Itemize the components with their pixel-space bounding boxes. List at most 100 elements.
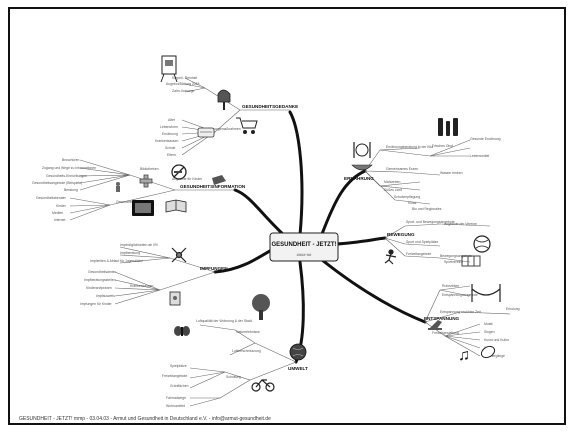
bicycle-icon [251, 379, 275, 392]
leaf-label: Mahlzeiten [384, 180, 401, 184]
leaf-label: Ruhezeiten [442, 284, 459, 288]
info-sign-icon [212, 175, 226, 185]
leaf-label: Internet [54, 218, 66, 222]
leaf-label: Impfberatungsstellen [84, 278, 116, 282]
globe-icon [289, 343, 307, 361]
leaf-label: Gesundheitsangebote (Beispiele) [32, 181, 82, 185]
food-bowl-icon [351, 164, 373, 171]
easel-icon [160, 55, 178, 83]
sports-ball-icon [480, 345, 496, 359]
leaf-label: Impfzeiten & Ablauf für Jugendliche [90, 259, 143, 263]
leaf-label: Lebensmittel [470, 154, 489, 158]
leaf-label: Impfungen für Kinder [80, 302, 113, 306]
leaf-label: Spielplätze [170, 364, 187, 368]
leaf-label: Impfausweis [96, 294, 115, 298]
leaf-label: Körperl. Reinheit [172, 76, 197, 80]
main-branches [213, 110, 427, 364]
leaf-label: Krankenkassen [155, 139, 178, 143]
leaf-label: Kinder [56, 204, 67, 208]
leaf-label: Impfmöglichkeiten ab 0% [120, 243, 158, 247]
leaf-label: Ernährungsberatung in der Kita [386, 145, 433, 149]
center-subtitle: ####·## [297, 252, 312, 257]
leaf-label: Angebote für Kinder [172, 177, 203, 181]
leaf-lines [69, 77, 511, 407]
television-icon [132, 200, 154, 216]
leaf-label: Luftqualität der Wohnung & der Stadt [196, 319, 252, 323]
music-notes-icon: ♫ [458, 347, 470, 364]
leaf-label: Schulweg [226, 375, 241, 379]
leaf-label: Broschüren [62, 158, 79, 162]
no-smoking-icon [171, 164, 187, 180]
leaf-label: Schule [165, 146, 175, 150]
branch-line-entspannung [320, 258, 427, 324]
leaf-label: Bibliotheken [140, 167, 159, 171]
branch-labels: GESUNDHEITSGEDANKE GESUNDHEITSINFORMATIO… [180, 104, 460, 371]
branch-label-gesundheitsinformation: GESUNDHEITSINFORMATION [180, 184, 246, 189]
leaf-label: Luftverschmutzung [232, 349, 261, 353]
leaf-label: Fahrradwege [166, 396, 186, 400]
leaf-label: Kiosk [408, 201, 417, 205]
book-icon [165, 199, 187, 213]
leaf-label: Freizeitangebote [406, 252, 431, 256]
branch-line-ernaehrung [320, 169, 367, 236]
leaf-label: Singen [484, 330, 495, 334]
branch-line-gesundheitsgedanke [288, 110, 304, 237]
leaf-label: Gesunde Ernährung [470, 137, 501, 141]
leaf-label: Süßes Limit [384, 188, 402, 192]
leaf-label: Vorsorgemaßnahmen [208, 127, 241, 131]
leaf-label: Zahn-Vorsorge [172, 89, 195, 93]
leaf-label: Sport- und Bewegungsangebote [406, 220, 455, 224]
mailbox-icon [217, 89, 231, 110]
deckchair-icon [428, 320, 442, 330]
ball-icon [473, 235, 491, 253]
syringe-icon [171, 247, 187, 263]
vaccination-card-icon [169, 291, 181, 306]
leaf-label: Alter [168, 118, 176, 122]
leaf-label: Grünflächen [170, 384, 189, 388]
branch-line-bewegung [334, 236, 387, 246]
goal-icon [461, 255, 481, 267]
branch-label-ernaehrung: ERNÄHRUNG [344, 175, 374, 181]
leaf-label: Sportvereine [444, 260, 463, 264]
branch-label-gesundheitsgedanke: GESUNDHEITSGEDANKE [242, 104, 298, 109]
slide-frame [8, 7, 566, 425]
leaf-label: Gemeinsames Essen [386, 167, 418, 171]
hammock-icon [471, 284, 501, 302]
leaf-label: Eltern [167, 153, 176, 157]
leaf-label: Medien [52, 211, 63, 215]
leaf-label: Bewegungsangebote [440, 254, 472, 258]
leaf-label: Kinderarztpraxen [86, 286, 112, 290]
washbasin-icon [197, 127, 215, 138]
leaf-label: Freizeitgestaltung [432, 331, 459, 335]
branch-label-umwelt: UMWELT [288, 366, 308, 371]
leaf-labels: Körperl. Reinheit Angebot/Bildung 2018 Z… [32, 76, 520, 408]
butterfly-icon [174, 326, 190, 336]
svg-text:♫: ♫ [458, 347, 470, 364]
branch-label-entspannung: ENTSPANNUNG [424, 316, 460, 321]
footer-text: GESUNDHEIT - JETZT! mmp - 03.04.03 - Arm… [19, 416, 271, 422]
leaf-label: Sport und Spielplätze [406, 240, 438, 244]
leaf-label: Wasser trinken [440, 171, 463, 175]
leaf-label: Schulverpflegung [394, 195, 420, 199]
leaf-label: Beratung [64, 188, 78, 192]
center-title: GESUNDHEIT - JETZT! [271, 242, 336, 248]
leaf-label: Krankenkassen [130, 284, 153, 288]
tree-icon [252, 294, 270, 320]
shopping-cart-icon [236, 117, 258, 134]
leaf-label: Angebot/Bildung 2018 [166, 82, 199, 86]
bottles-icon [438, 118, 458, 136]
branch-label-impfungen: IMPFUNGEN [200, 266, 228, 271]
runner-icon [384, 249, 397, 265]
leaf-label: Gesundheitsämter [88, 270, 117, 274]
leaf-label: Gesundheits-Einrichtungen [46, 174, 87, 178]
leaf-label: Musik [484, 322, 493, 326]
leaf-label: Freizeitangebote [162, 374, 187, 378]
leaf-label: Ernährung [162, 132, 178, 136]
center-node: GESUNDHEIT - JETZT! ####·## [269, 232, 339, 262]
leaf-label: Entspannung und freie Zeit [440, 310, 481, 314]
branch-label-bewegung: BEWEGUNG [387, 232, 415, 237]
leaf-label: Gesundheitsberater [36, 196, 67, 200]
leaf-label: Wohnumfeld [166, 404, 185, 408]
cutlery-icon [353, 142, 371, 158]
